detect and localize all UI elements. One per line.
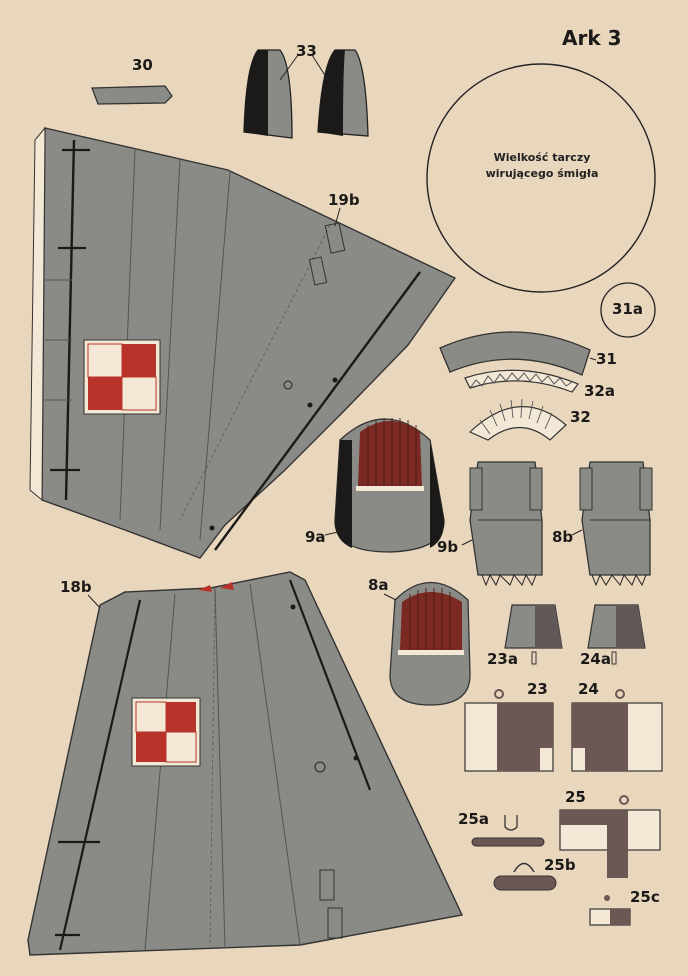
part-33-left — [243, 49, 293, 139]
part-30 — [91, 85, 173, 105]
label-part-24: 24 — [578, 680, 599, 698]
label-part-23: 23 — [527, 680, 548, 698]
part-25c — [589, 895, 631, 926]
label-part-19b: 19b — [328, 191, 360, 209]
disc-caption-line2: wirującego śmigła — [485, 167, 599, 180]
part-25b — [493, 862, 557, 891]
checkerboard-insignia-upper — [83, 339, 161, 415]
label-part-9a: 9a — [305, 528, 326, 546]
label-part-33: 33 — [296, 42, 317, 60]
label-part-25a: 25a — [458, 810, 489, 828]
label-part-32a: 32a — [584, 382, 615, 400]
label-part-8b: 8b — [552, 528, 574, 546]
part-31a-outline — [600, 282, 656, 338]
propeller-disc — [426, 63, 656, 293]
label-part-23a: 23a — [487, 650, 518, 668]
part-25a — [471, 815, 545, 847]
label-part-25: 25 — [565, 788, 586, 806]
part-33-right — [317, 49, 369, 137]
part-23a — [504, 604, 563, 665]
label-part-32: 32 — [570, 408, 591, 426]
label-part-18b: 18b — [60, 578, 92, 596]
label-part-25c: 25c — [630, 888, 660, 906]
label-part-30: 30 — [132, 56, 153, 74]
part-25 — [559, 795, 661, 878]
part-24 — [571, 689, 663, 772]
part-23 — [464, 689, 554, 772]
part-8b — [579, 461, 653, 587]
sheet-title: Ark 3 — [562, 26, 622, 50]
label-part-25b: 25b — [544, 856, 576, 874]
checkerboard-insignia-lower — [131, 697, 201, 767]
disc-caption-line1: Wielkość tarczy — [493, 151, 591, 164]
label-part-24a: 24a — [580, 650, 611, 668]
wing-19b — [29, 126, 457, 559]
part-9b — [469, 461, 543, 587]
part-8a — [389, 581, 471, 706]
propeller-disc-caption: Wielkość tarczy wirującego śmigła — [462, 150, 622, 182]
part-9a — [334, 418, 445, 553]
part-31 — [439, 331, 591, 376]
label-part-9b: 9b — [437, 538, 459, 556]
part-32a — [464, 369, 579, 393]
part-24a — [587, 604, 646, 665]
part-32 — [468, 406, 567, 441]
label-part-31: 31 — [596, 350, 617, 368]
label-part-31a: 31a — [612, 300, 643, 318]
wing-18b — [27, 571, 464, 956]
label-part-8a: 8a — [368, 576, 389, 594]
